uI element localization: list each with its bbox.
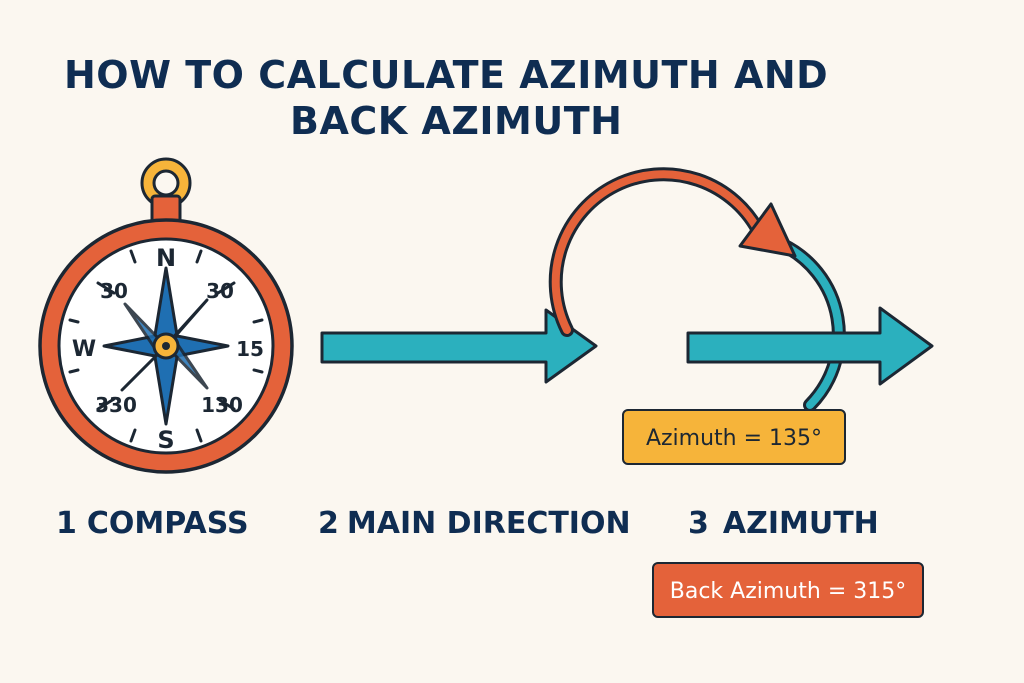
compass-label-30-right: 30 [206,279,234,303]
step-compass: 1 COMPASS [56,504,249,544]
compass-icon: N S W 15 30 30 330 130 [38,157,294,474]
step-label-text: COMPASS [86,506,249,541]
main-direction-arrow [320,308,598,384]
azimuth-arrow [686,306,934,386]
compass-label-130: 130 [201,393,243,417]
compass-ticks [68,249,264,443]
step-number: 1 [56,506,77,541]
back-azimuth-value-badge: Back Azimuth = 315° [652,562,924,618]
title-line-2: BACK AZIMUTH [290,99,623,143]
compass-label-330: 330 [95,393,137,417]
compass-label-30-left: 30 [100,279,128,303]
step-label-text: MAIN DIRECTION [346,506,631,541]
step-number: 2 [318,506,339,541]
azimuth-arc-arrowhead [738,202,797,258]
azimuth-value-badge: Azimuth = 135° [622,409,846,465]
step-label-text: AZIMUTH [722,506,879,541]
page-title: HOW TO CALCULATE AZIMUTH AND BACK AZIMUT… [0,52,920,144]
azimuth-rotation-arc [548,167,846,412]
step-number: 3 [688,506,709,541]
step-azimuth: 3 AZIMUTH [688,504,879,544]
compass-label-south: S [157,426,174,454]
title-line-1: HOW TO CALCULATE AZIMUTH AND [64,53,829,97]
compass-label-east: 15 [236,337,264,361]
compass-label-north: N [156,244,176,272]
compass-label-west: W [72,337,96,362]
compass-crown [150,194,182,224]
